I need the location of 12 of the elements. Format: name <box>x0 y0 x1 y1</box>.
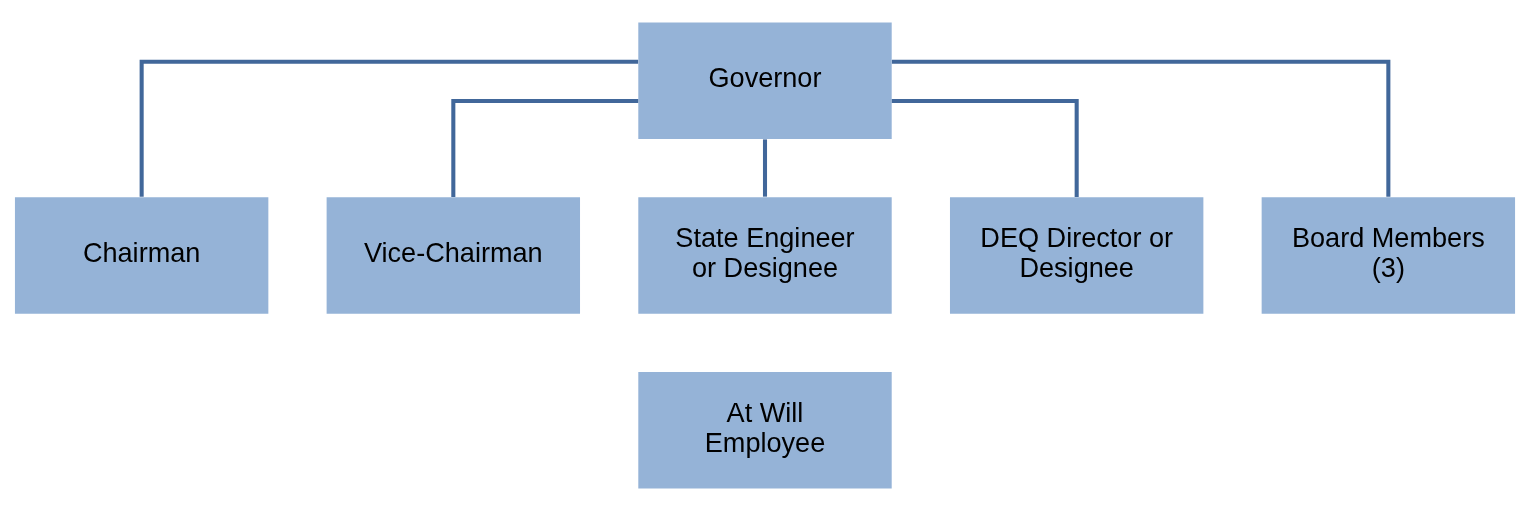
node-box: Chairman <box>14 197 269 314</box>
node-box: Governor <box>638 22 892 139</box>
connector <box>451 99 639 198</box>
connector <box>762 139 768 197</box>
connector <box>891 59 1391 197</box>
node-box: Vice-Chairman <box>326 197 581 314</box>
connector <box>139 59 639 197</box>
connector <box>891 99 1079 198</box>
node-box: State Engineer or Designee <box>638 197 892 314</box>
node-box: DEQ Director or Designee <box>949 197 1204 314</box>
node-box: Board Members (3) <box>1261 197 1516 314</box>
node-box: At Will Employee <box>638 372 892 489</box>
